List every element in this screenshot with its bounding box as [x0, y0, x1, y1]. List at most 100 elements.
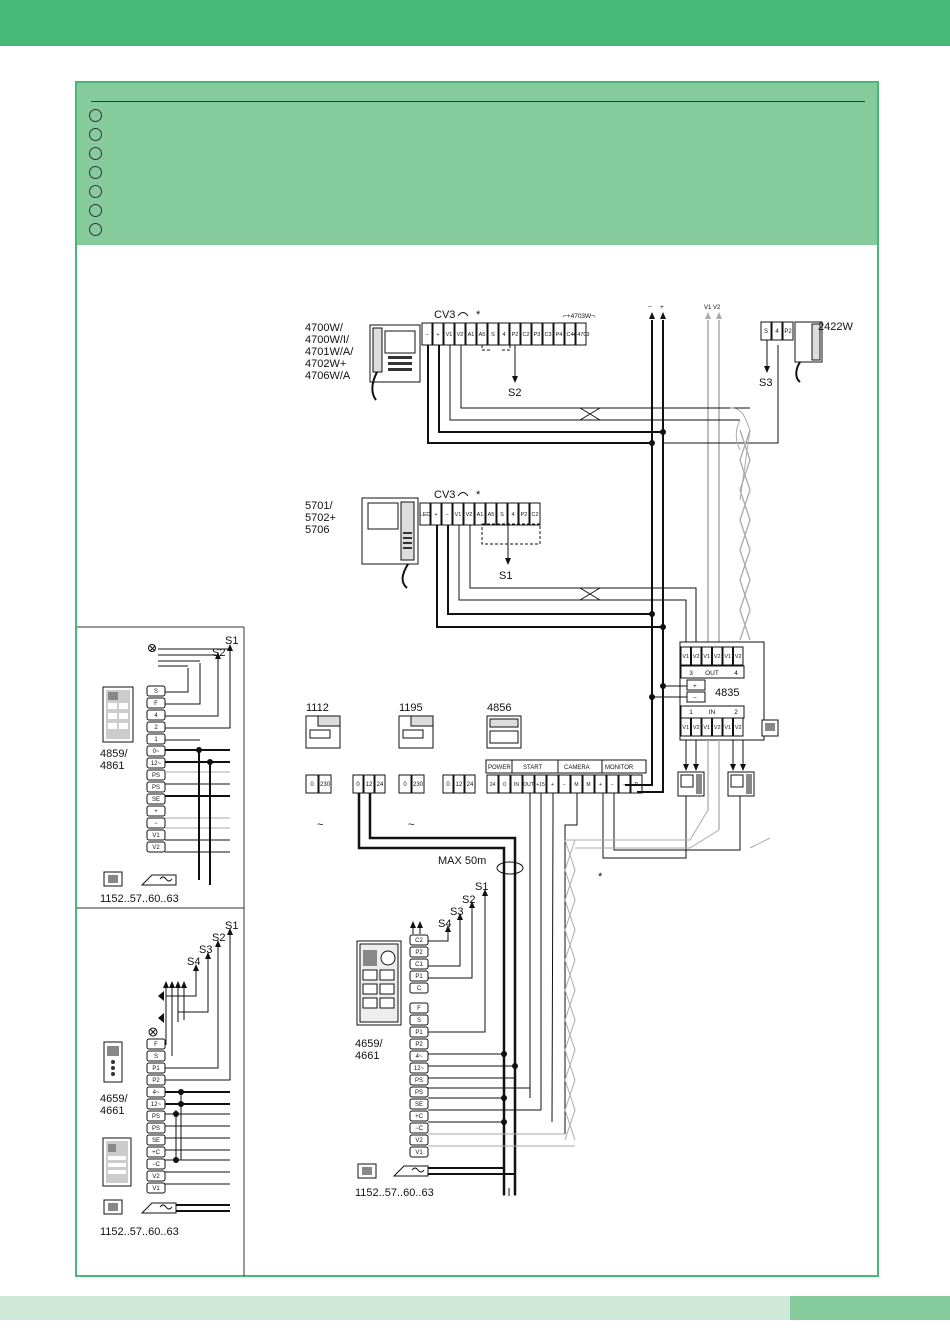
panel-model-label: 4661 — [355, 1050, 379, 1062]
terminal-label: 4~ — [153, 1090, 160, 1096]
terminal-label: PS — [152, 1126, 160, 1132]
terminal — [409, 958, 429, 970]
terminal-label: 1 — [154, 737, 158, 743]
terminal-label: P3 — [534, 332, 541, 338]
cv3-label: CV3 — [434, 309, 455, 321]
terminal — [520, 322, 532, 346]
terminal-label: M — [574, 782, 578, 788]
terminal — [531, 322, 543, 346]
s3-label: S3 — [199, 944, 212, 956]
terminal-label: PS — [152, 785, 160, 791]
terminal-label: C2 — [415, 938, 423, 944]
terminal — [146, 1170, 166, 1182]
terminal-label: S — [417, 1018, 421, 1024]
terminal — [146, 793, 166, 805]
monitor-label: MONITOR — [605, 765, 634, 771]
terminal-label: V2 — [714, 654, 721, 660]
terminal-label: LED — [420, 512, 431, 518]
terminal-label: 12 — [456, 782, 463, 788]
s2-label: S2 — [212, 932, 225, 944]
terminal-label: 230 — [320, 782, 331, 788]
terminal-label: C2 — [531, 512, 538, 518]
terminal-label: V2 — [152, 1174, 160, 1180]
terminal-label: IN — [514, 782, 519, 788]
plus-4703-label: ⌐+4703W¬ — [563, 313, 595, 320]
terminal-label: P1 — [415, 974, 423, 980]
switcher-outputs — [677, 740, 755, 830]
terminal-label: −C — [415, 1126, 424, 1132]
panel-wiring: MAX 50m * — [357, 770, 771, 1195]
terminal-label: V1 — [455, 512, 462, 518]
s2-label: S2 — [462, 894, 475, 906]
start-label: START — [523, 765, 542, 771]
terminal-label: V1 — [703, 725, 710, 731]
terminal — [558, 774, 571, 794]
terminal-label: S — [500, 512, 504, 518]
terminal-label: A1 — [477, 512, 484, 518]
terminal-label: V1 — [446, 332, 453, 338]
terminal — [419, 502, 431, 526]
terminal — [318, 774, 332, 794]
terminal-label: V1 — [703, 654, 710, 660]
terminal — [374, 774, 386, 794]
terminal — [442, 774, 454, 794]
terminal-label: V2 — [735, 725, 742, 731]
terminal-label: V2 — [152, 845, 160, 851]
terminal — [680, 646, 691, 666]
ac-symbol: ~ — [408, 819, 414, 831]
dev-4856-label: 4856 — [487, 702, 511, 714]
camera-label: CAMERA — [564, 765, 590, 771]
footer-accent — [790, 1296, 950, 1320]
terminal-label: − — [563, 782, 566, 788]
terminal-label: 12~ — [151, 1102, 162, 1108]
terminal — [782, 321, 794, 341]
terminal — [582, 774, 595, 794]
terminal-label: +15 — [536, 782, 545, 788]
terminal — [487, 322, 499, 346]
terminal — [564, 322, 576, 346]
terminal — [498, 322, 510, 346]
terminal — [510, 774, 523, 794]
terminal — [146, 1110, 166, 1122]
max-length-label: MAX 50m — [438, 855, 486, 867]
switcher-port-label: IN — [709, 709, 716, 716]
terminal — [409, 1038, 429, 1050]
terminal — [760, 321, 772, 341]
terminal-label: A5 — [488, 512, 495, 518]
dev-1112-label: 1112 — [306, 702, 329, 714]
terminal-label: S — [154, 689, 158, 695]
terminal-label: S — [154, 1054, 158, 1060]
terminal-label: 4 — [775, 329, 779, 335]
ac-symbol: ~ — [317, 819, 323, 831]
switcher-port-label: 1 — [689, 709, 693, 716]
terminal-label: + — [154, 809, 158, 815]
terminal — [409, 1146, 429, 1158]
terminal — [146, 1158, 166, 1170]
terminal-label: SE — [415, 1102, 423, 1108]
terminal — [712, 646, 723, 666]
terminal — [409, 982, 429, 994]
terminal — [305, 774, 319, 794]
terminal-label: +C — [415, 1114, 424, 1120]
terminal — [464, 774, 476, 794]
jumper-icon — [457, 492, 469, 497]
legend-circle-icon — [89, 166, 102, 179]
model-label: 4700W/I/ — [305, 334, 350, 346]
terminal — [474, 502, 486, 526]
terminal — [146, 1050, 166, 1062]
legend-circle-icon — [89, 223, 102, 236]
terminal-label: − — [425, 332, 428, 338]
mid-monitor-models: 5701/ 5702+ 5706 — [305, 500, 336, 536]
terminal — [529, 502, 541, 526]
minus-label: − — [648, 304, 652, 311]
legend-circle-icon — [89, 147, 102, 160]
terminal-label: V2 — [693, 654, 700, 660]
switcher-port-label: OUT — [705, 670, 719, 677]
terminal-label: P2 — [512, 332, 519, 338]
terminal — [409, 1002, 429, 1014]
